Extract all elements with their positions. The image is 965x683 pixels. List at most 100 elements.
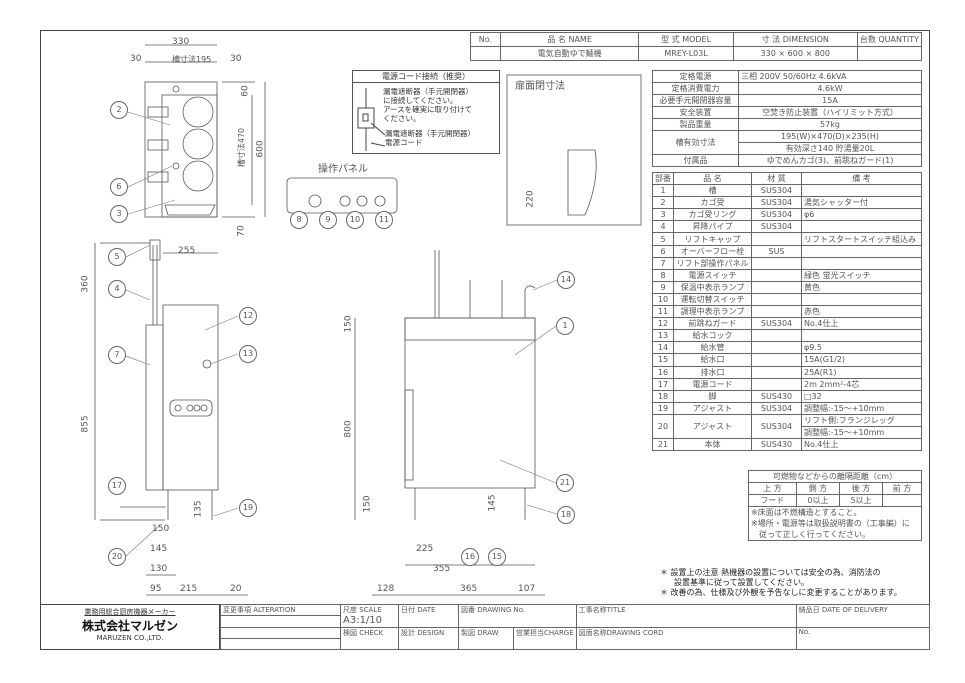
dimension: 60 [240, 85, 251, 97]
breaker-label: 漏電遮断器（手元開閉器） [385, 129, 475, 138]
date-label: 日付 DATE [398, 604, 459, 628]
spec-value: 57kg [738, 118, 922, 131]
dimension: 600 [255, 140, 266, 158]
callout-10: 10 [346, 211, 364, 229]
no-label: No. [795, 626, 931, 650]
clearance-value: 0以上 [795, 494, 840, 507]
note-line: ＊ 改善の為、仕様及び外観を予告なしに変更することがあります。 [660, 588, 902, 597]
callout-6: 6 [110, 178, 128, 196]
clearance-value: 5以上 [838, 494, 884, 507]
dimension: 107 [518, 584, 536, 594]
dimension: 365 [460, 584, 478, 594]
clearance-note: ※床面は不燃構造とすること。 [748, 506, 922, 518]
dimension: 150 [343, 315, 354, 333]
product-dimension: 330 × 600 × 800 [732, 46, 858, 61]
drawing-frame [40, 30, 930, 650]
dimension: 30 [230, 54, 242, 64]
alteration-label: 変更事項 ALTERATION [220, 603, 341, 617]
callout-13: 13 [239, 345, 257, 363]
power-note: アースを確実に取り付けて [383, 105, 473, 114]
top-view [144, 44, 266, 218]
product-model: MREY-L03L [638, 46, 734, 61]
callout-17: 17 [108, 477, 126, 495]
callout-1: 1 [556, 317, 574, 335]
maker-tag: 業務用総合厨房機器メーカー [84, 608, 176, 616]
dimension: 70 [236, 225, 247, 237]
side-view [354, 250, 545, 596]
clearance-note: ※場所・電源等は取扱説明書の（工事編）に [748, 518, 922, 529]
dimension: 215 [180, 584, 198, 594]
dimension: 128 [377, 584, 395, 594]
callout-4: 4 [108, 280, 126, 298]
dimension: 150 [362, 495, 373, 513]
scale-value: A3:1/10 [343, 615, 383, 626]
dimension: 30 [130, 54, 142, 64]
cord-label: 電源コード [385, 138, 423, 147]
door-section-label: 扉面閉寸法 [515, 81, 565, 92]
charge-label: 営業担当CHARGE [513, 626, 577, 650]
callout-12: 12 [239, 307, 257, 325]
callout-19: 19 [239, 499, 257, 517]
company-name-en: MARUZEN CO.,LTD. [96, 634, 164, 642]
drawing-no-label: 図番 DRAWING No. [458, 604, 577, 628]
clearance-value [882, 494, 922, 507]
callout-11: 11 [375, 211, 393, 229]
dimension: 槽寸法195 [172, 55, 212, 64]
power-note: ください。 [383, 114, 421, 123]
note-line: 設置基準に従って設置してください。 [674, 578, 810, 587]
power-cord-box: 電源コード接続（推奨） 漏電遮断器（手元開閉器） に接続してください。アースを確実… [352, 70, 500, 154]
note-line: ＊ 設置上の注意 熱機器の設置については安全の為、消防法の [660, 568, 881, 577]
callout-3: 3 [110, 205, 128, 223]
title-label: 工事名称TITLE [575, 604, 797, 628]
part-note: No.4仕上 [801, 438, 922, 452]
dimension: 20 [230, 584, 242, 594]
delivery-label: 納品日 DATE OF DELIVERY [795, 604, 931, 628]
callout-9: 9 [319, 211, 337, 229]
callout-14: 14 [557, 271, 575, 289]
check-label: 検図 CHECK [340, 626, 399, 650]
front-view [94, 239, 248, 596]
dimension: 95 [150, 584, 162, 594]
scale-label: 尺度 SCALE [343, 606, 382, 614]
dimension: 130 [150, 564, 168, 574]
callout-18: 18 [557, 506, 575, 524]
design-label: 設計 DESIGN [398, 626, 459, 650]
dimension: 855 [80, 415, 91, 433]
callout-7: 7 [108, 346, 126, 364]
dimension: 255 [178, 246, 196, 256]
power-box-title: 電源コード接続（推奨） [353, 71, 499, 83]
callout-2: 2 [110, 101, 128, 119]
dimension: 槽寸法470 [237, 127, 247, 168]
dimension: 220 [525, 190, 536, 208]
dimension: 355 [433, 564, 451, 574]
callout-20: 20 [108, 548, 126, 566]
power-note: に接続してください。 [383, 96, 458, 105]
operation-panel-label: 操作パネル [318, 164, 368, 175]
company-logo: 業務用総合厨房機器メーカー 株式会社マルゼン MARUZEN CO.,LTD. [40, 604, 220, 650]
draw-label: 製図 DRAW [458, 626, 514, 650]
callout-21: 21 [556, 474, 574, 492]
dimension: 330 [172, 37, 190, 47]
breaker-symbol-icon [357, 88, 386, 151]
drawing-cord-label: 図面名称DRAWING CORD [575, 626, 797, 650]
part-material: SUS430 [751, 438, 802, 452]
dimension: 145 [150, 544, 168, 554]
dimension: 145 [487, 494, 498, 512]
callout-5: 5 [108, 248, 126, 266]
spec-value: ゆでめんカゴ(3)、前跳ねガード(1) [738, 153, 922, 167]
